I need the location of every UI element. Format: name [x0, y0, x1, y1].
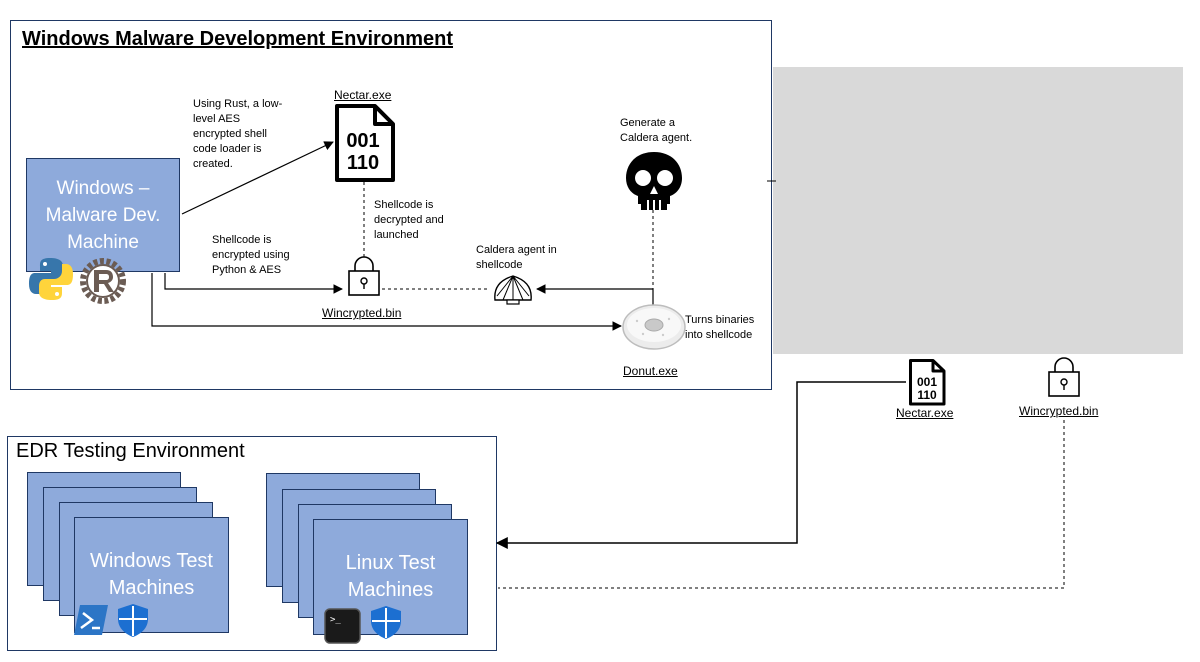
arrow-nectar-to-edr	[495, 381, 906, 549]
note-caldera-shellcode: Caldera agent in shellcode	[476, 244, 557, 271]
arrow-dev-to-donut	[151, 273, 622, 331]
defender-shield-icon	[118, 604, 148, 637]
transfer-lock-icon	[1048, 357, 1080, 397]
transfer-binary-line1: 001	[917, 375, 937, 389]
label-wincrypted: Wincrypted.bin	[322, 306, 402, 320]
rust-logo	[80, 258, 126, 304]
arrow-dev-to-wincrypted	[164, 273, 343, 294]
donut-icon	[622, 304, 686, 350]
label-transfer-nectar: Nectar.exe	[896, 406, 954, 420]
linux-test-machines-label: Linux Test Machines	[345, 552, 436, 601]
binary-line1: 001	[346, 130, 379, 152]
dev-environment-title: Windows Malware Development Environment	[22, 28, 454, 50]
note-generate-agent: Generate a Caldera agent.	[620, 117, 693, 144]
binary-line2: 110	[347, 152, 379, 174]
skull-icon	[626, 152, 682, 210]
redacted-region	[773, 67, 1183, 354]
note-encrypt: Shellcode is encrypted using Python & AE…	[212, 234, 290, 276]
shell-icon	[494, 275, 532, 305]
python-logo	[29, 258, 73, 300]
terminal-icon: >_	[324, 608, 361, 644]
binary-file-icon	[335, 104, 395, 182]
arrow-dev-to-nectar	[181, 141, 334, 215]
edr-environment-title: EDR Testing Environment	[16, 440, 245, 462]
label-donut: Donut.exe	[623, 364, 678, 378]
dev-machine	[26, 158, 180, 272]
note-decrypt: Shellcode is decrypted and launched	[374, 199, 444, 241]
transfer-binary-line2: 110	[917, 388, 937, 402]
powershell-icon	[74, 605, 108, 635]
note-rust-loader: Using Rust, a low- level AES encrypted s…	[193, 98, 283, 170]
arrow-donut-to-shell	[536, 284, 654, 305]
transfer-binary-file-icon	[909, 359, 946, 406]
lock-icon	[348, 256, 380, 296]
terminal-glyph: >_	[330, 615, 341, 625]
windows-test-machines-label: Windows Test Machines	[89, 550, 213, 599]
defender-shield-icon-linux	[371, 606, 401, 639]
dashed-wincrypted-to-edr	[498, 420, 1065, 589]
label-transfer-wincrypted: Wincrypted.bin	[1019, 404, 1099, 418]
note-donut: Turns binaries into shellcode	[685, 314, 755, 341]
label-nectar: Nectar.exe	[334, 88, 392, 102]
dev-machine-label: Windows – Malware Dev. Machine	[45, 178, 161, 253]
